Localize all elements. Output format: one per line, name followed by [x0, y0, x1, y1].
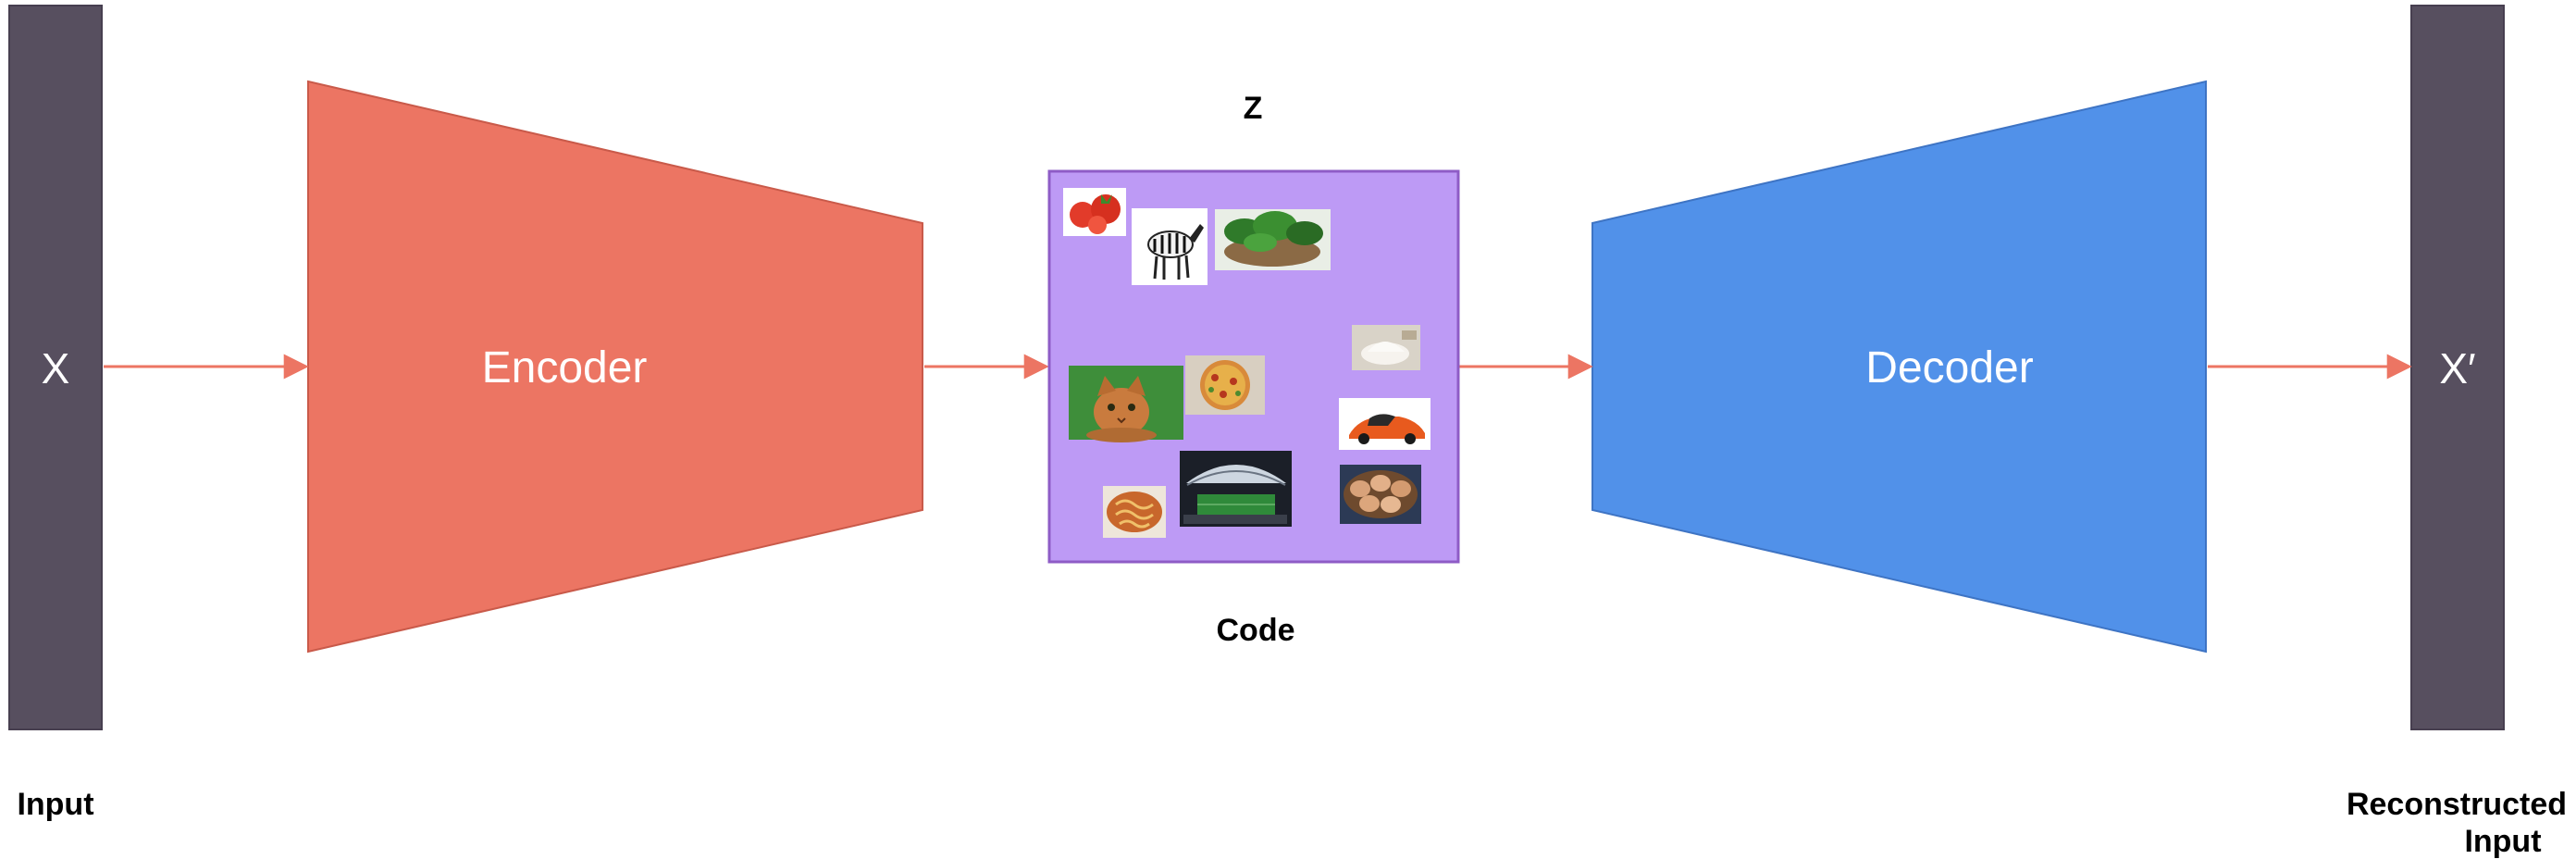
car-icon	[1339, 398, 1430, 450]
tomato-icon	[1063, 188, 1126, 236]
output-caption-line2: Input	[2464, 824, 2541, 859]
flour-icon	[1352, 325, 1420, 370]
stadium-icon	[1180, 451, 1292, 527]
output-bar	[2410, 5, 2505, 730]
input-bar	[8, 5, 103, 730]
pizza-icon	[1185, 355, 1265, 415]
decoder-label: Decoder	[1865, 343, 2033, 392]
code-bottom-label: Code	[1217, 613, 1295, 648]
decoder-shape	[1591, 80, 2207, 654]
spinach-icon	[1215, 209, 1331, 270]
pasta-icon	[1103, 486, 1166, 538]
encoder-label: Encoder	[482, 343, 648, 392]
cat-icon	[1069, 366, 1183, 442]
output-symbol: X′	[2439, 344, 2475, 392]
input-symbol: X	[42, 344, 70, 392]
zebra-icon	[1132, 208, 1208, 285]
code-top-label: Z	[1244, 91, 1263, 126]
eggs-icon	[1340, 465, 1421, 524]
output-caption-line1: Reconstructed	[2347, 787, 2567, 822]
encoder-shape	[307, 80, 923, 654]
input-caption: Input	[17, 787, 93, 822]
